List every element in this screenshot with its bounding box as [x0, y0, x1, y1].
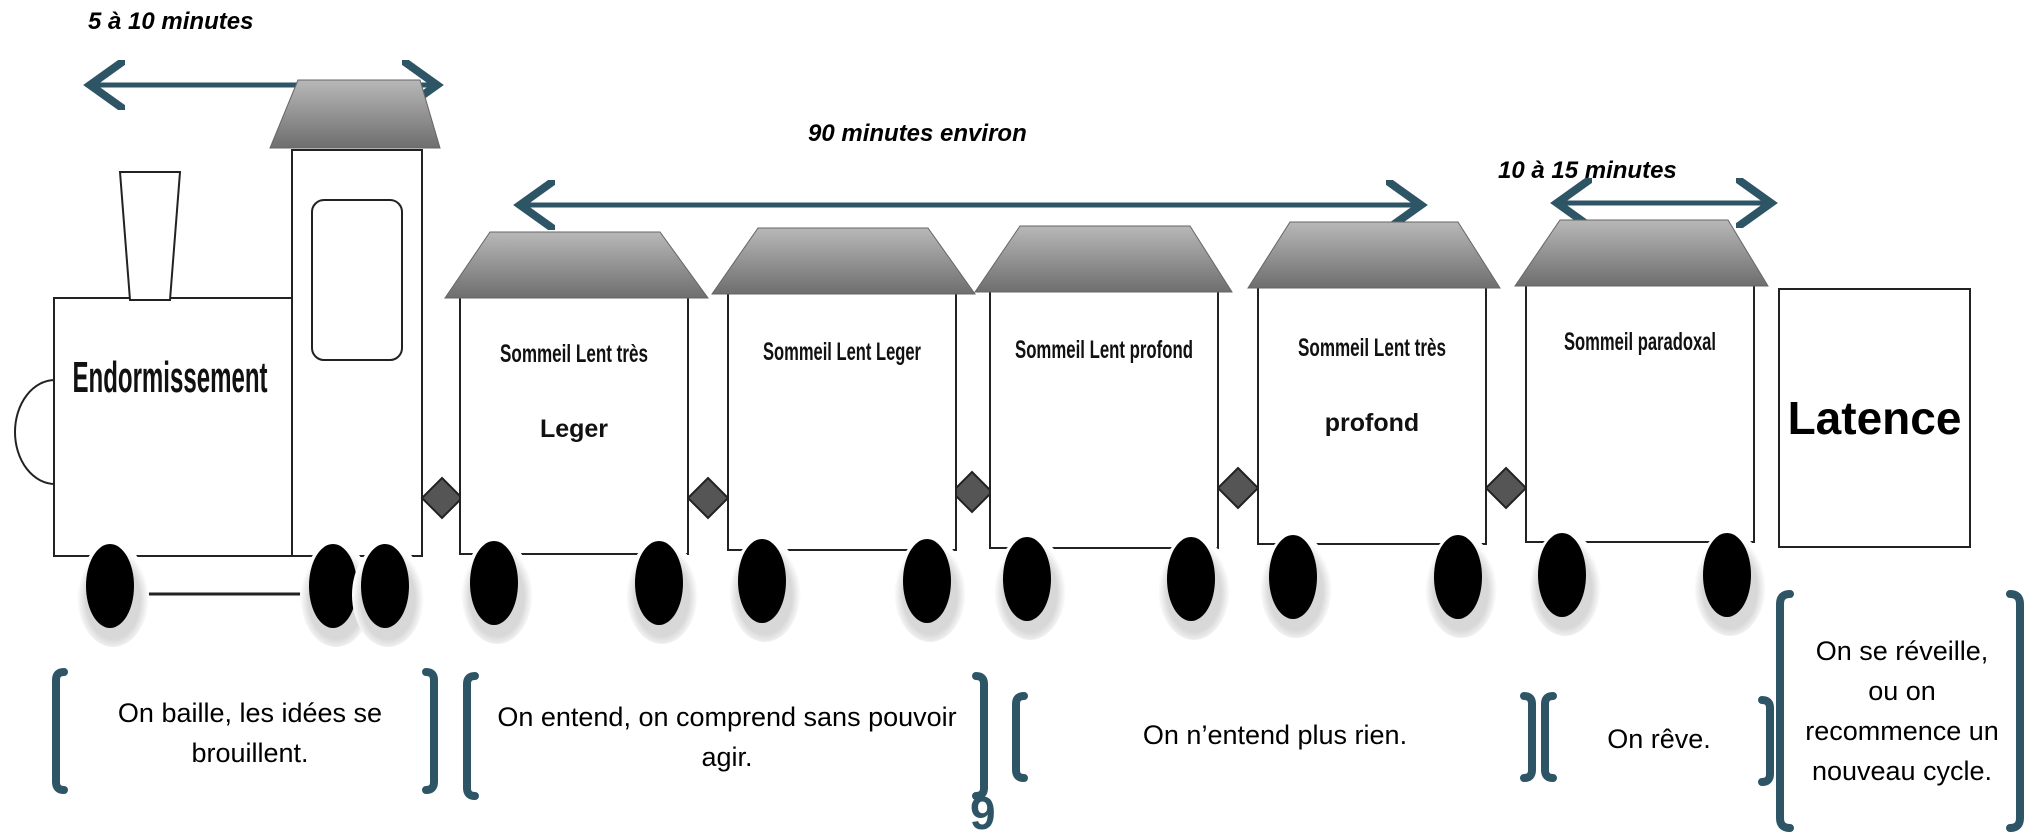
duration-endormissement: 5 à 10 minutes — [88, 8, 254, 35]
wheel — [1269, 535, 1317, 619]
wheel — [1703, 533, 1751, 617]
engine-wheel-3 — [361, 544, 409, 628]
bracket-group-1 — [52, 668, 438, 794]
coupler-5 — [1484, 466, 1528, 510]
bracket-right — [422, 668, 438, 794]
wheel — [738, 539, 786, 623]
coupler-4 — [1216, 466, 1260, 510]
car-label-line1: Sommeil Lent profond — [1015, 336, 1193, 364]
engine-body — [53, 297, 293, 557]
description-endormissement: On baille, les idées se brouillent. — [117, 698, 383, 768]
car-roof — [974, 225, 1233, 293]
car-label-line1: Sommeil paradoxal — [1564, 328, 1716, 356]
car-roof — [711, 227, 976, 295]
bracket-right — [972, 672, 988, 800]
wheel — [470, 541, 518, 625]
wheel — [1434, 535, 1482, 619]
engine-wheel-2 — [309, 544, 357, 628]
wheel — [635, 541, 683, 625]
duration-cycle: 90 minutes environ — [808, 120, 1027, 147]
wheel — [1167, 537, 1215, 621]
car-label-line2: Leger — [540, 415, 608, 443]
engine: Endormissement — [14, 79, 441, 647]
bracket-right — [1520, 692, 1536, 782]
bracket-left — [463, 672, 479, 800]
bracket-left — [52, 668, 68, 794]
car-body — [459, 295, 689, 555]
bracket-group-4 — [1541, 692, 1774, 786]
page-number: 9 — [970, 787, 996, 839]
car-roof — [444, 231, 709, 299]
car-roof — [1247, 221, 1501, 289]
car-body — [989, 289, 1219, 549]
bracket-group-2 — [463, 672, 988, 800]
bracket-right — [2006, 590, 2024, 832]
car-roof — [1514, 219, 1769, 287]
wheel — [903, 539, 951, 623]
engine-chimney — [118, 171, 182, 301]
engine-roof — [269, 79, 441, 149]
coupler-3 — [950, 470, 994, 514]
car-body — [727, 291, 957, 551]
car-label-line2: profond — [1325, 409, 1419, 437]
car-sommeil-paradoxal: Sommeil paradoxal — [1514, 219, 1769, 636]
car-body — [1257, 285, 1487, 545]
bracket-group-3 — [1012, 692, 1536, 782]
bracket-left — [1776, 590, 1794, 832]
description-paradoxal: On rêve. — [1607, 724, 1711, 754]
car-sommeil-lent-tres-profond: Sommeil Lent très profond — [1247, 221, 1501, 638]
bracket-group-5 — [1776, 590, 2024, 832]
engine-label: Endormissement — [73, 353, 268, 402]
coupler-2 — [686, 476, 730, 520]
car-sommeil-lent-profond: Sommeil Lent profond — [974, 225, 1233, 640]
car-label-line1: Sommeil Lent très — [500, 340, 648, 368]
bracket-right — [1758, 696, 1774, 786]
wheel — [1003, 537, 1051, 621]
wheel — [1538, 533, 1586, 617]
engine-wheel-1 — [86, 544, 134, 628]
latence-box: Latence — [1778, 288, 1971, 548]
engine-window — [311, 199, 403, 361]
description-sommeil-leger: On entend, on comprend sans pouvoir agir… — [497, 702, 957, 772]
description-sommeil-profond: On n’entend plus rien. — [1142, 720, 1408, 750]
car-sommeil-lent-leger: Sommeil Lent Leger — [711, 227, 976, 642]
car-label-line1: Sommeil Lent très — [1298, 334, 1446, 362]
car-label-line1: Sommeil Lent Leger — [763, 338, 921, 366]
bracket-left — [1012, 692, 1028, 782]
engine-buffer — [14, 379, 56, 485]
coupler-1 — [420, 476, 464, 520]
bracket-left — [1541, 692, 1557, 782]
car-body — [1525, 283, 1755, 543]
latence-label: Latence — [1787, 392, 1962, 444]
car-sommeil-lent-tres-leger: Sommeil Lent très Leger — [444, 231, 709, 644]
description-latence: On se réveille, ou on recommence un nouv… — [1805, 636, 1999, 786]
